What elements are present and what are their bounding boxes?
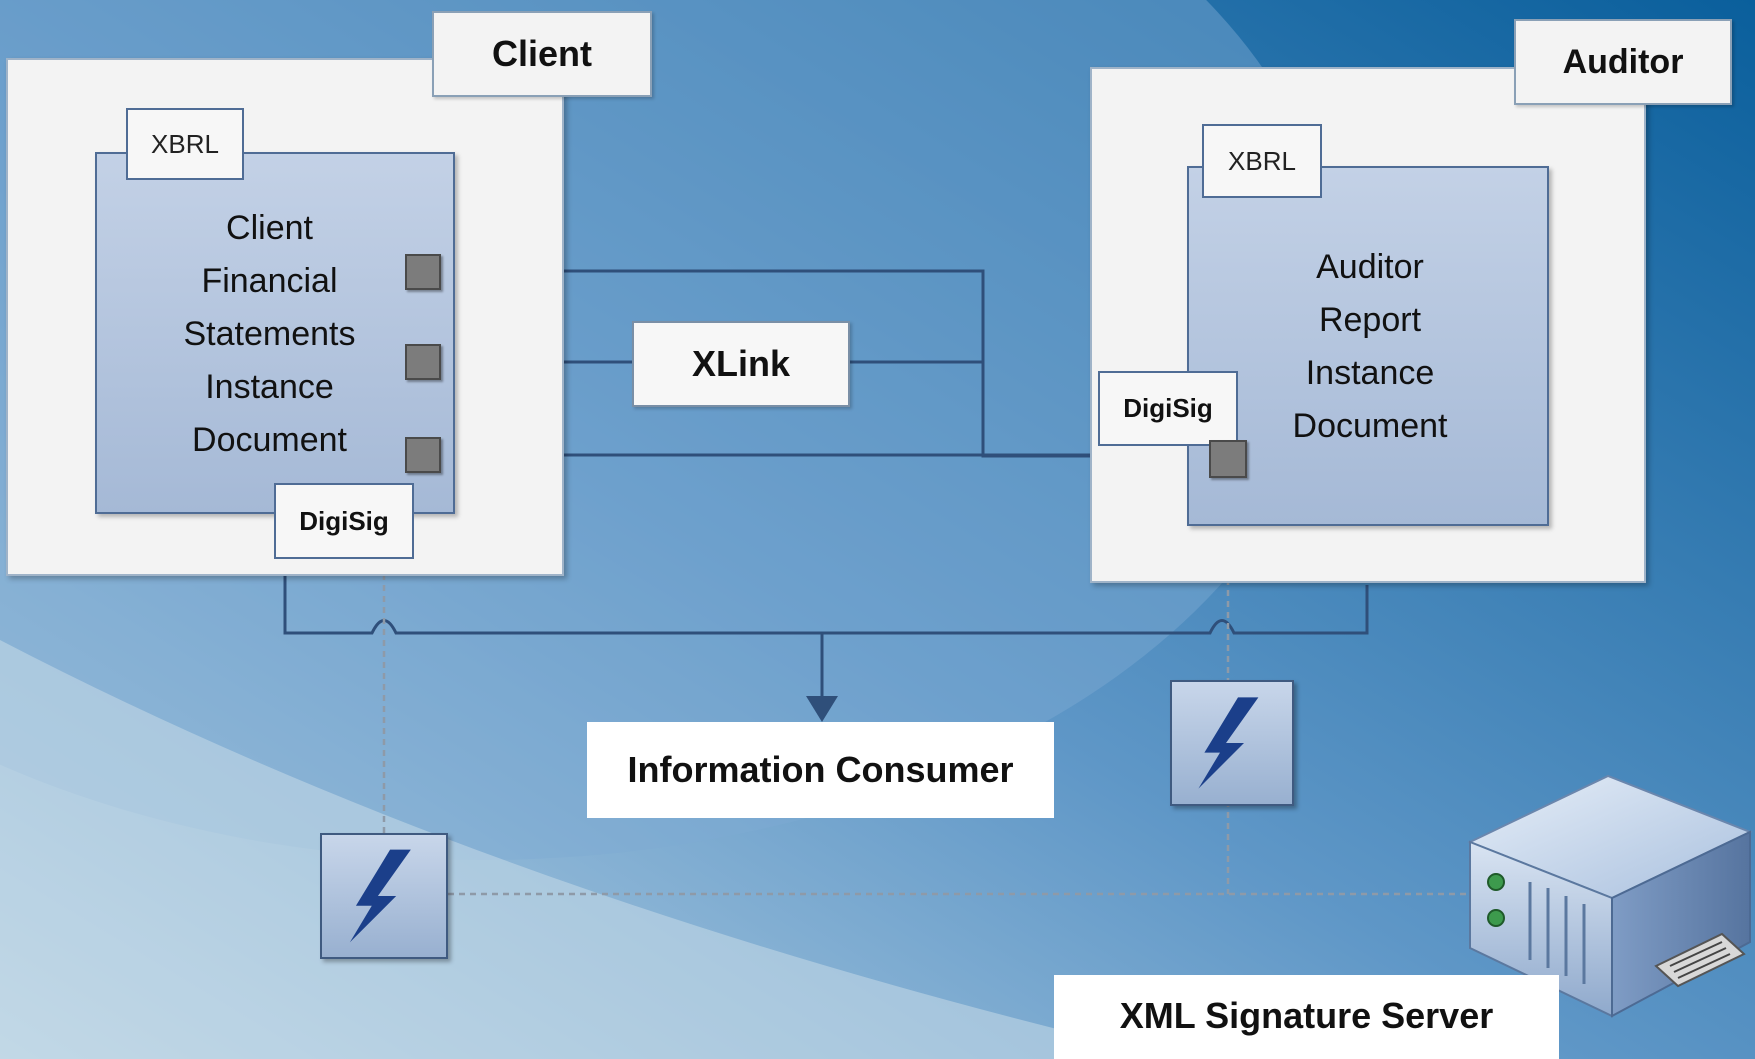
auditor-document-line: Document bbox=[1292, 407, 1448, 445]
auditor-document-line: Instance bbox=[1305, 354, 1435, 392]
auditor-title: Auditor bbox=[1514, 19, 1732, 105]
client-port-top[interactable] bbox=[405, 254, 441, 290]
xlink-box[interactable]: XLink bbox=[632, 321, 850, 407]
client-document-line: Statements bbox=[183, 315, 356, 353]
client-port-middle[interactable] bbox=[405, 344, 441, 380]
auditor-document-line: Report bbox=[1318, 301, 1422, 339]
lightning-bolt-icon[interactable] bbox=[320, 833, 448, 959]
server-icon[interactable] bbox=[1460, 770, 1755, 1020]
auditor-document-text: Auditor Report Instance Document bbox=[1204, 241, 1536, 453]
client-xbrl-tag: XBRL bbox=[126, 108, 244, 180]
client-port-bottom[interactable] bbox=[405, 437, 441, 473]
client-document-line: Instance bbox=[205, 368, 334, 406]
auditor-digisig-tag: DigiSig bbox=[1098, 371, 1238, 446]
auditor-document-line: Auditor bbox=[1316, 248, 1424, 286]
client-document-line: Document bbox=[192, 421, 347, 459]
client-document-line: Financial bbox=[201, 262, 338, 300]
information-consumer-box[interactable]: Information Consumer bbox=[587, 722, 1054, 818]
client-document-text: Client Financial Statements Instance Doc… bbox=[97, 202, 442, 467]
client-title: Client bbox=[432, 11, 652, 97]
client-digisig-tag: DigiSig bbox=[274, 483, 414, 559]
auditor-xbrl-tag: XBRL bbox=[1202, 124, 1322, 198]
auditor-document: Auditor Report Instance Document bbox=[1187, 166, 1549, 526]
client-document: Client Financial Statements Instance Doc… bbox=[95, 152, 455, 514]
auditor-port[interactable] bbox=[1209, 440, 1247, 478]
client-document-line: Client bbox=[226, 209, 313, 247]
xml-signature-server-box[interactable]: XML Signature Server bbox=[1054, 975, 1559, 1059]
lightning-bolt-icon[interactable] bbox=[1170, 680, 1294, 806]
